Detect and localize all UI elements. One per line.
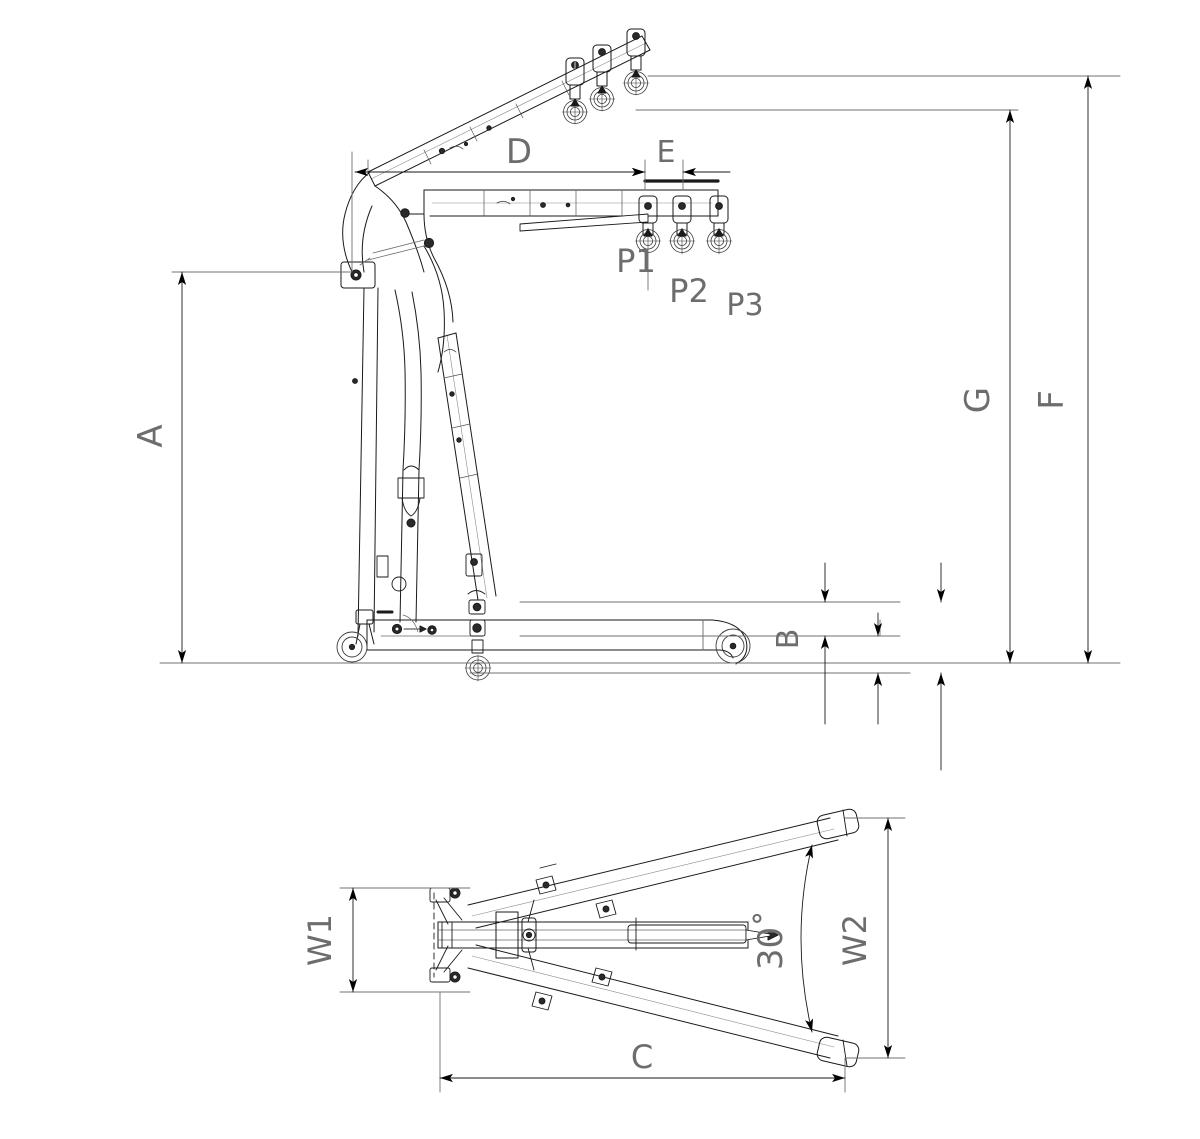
dimension-arc-30deg — [800, 844, 814, 1033]
center-swivel-caster — [464, 590, 492, 682]
raised-hook-3 — [622, 28, 650, 96]
dimension-label-B: B — [771, 629, 806, 650]
plan-view-legs — [467, 808, 860, 1068]
lowered-boom-assembly — [423, 179, 720, 232]
dimension-label-A: A — [131, 424, 171, 447]
raised-boom-assembly — [367, 35, 651, 187]
hook-label-p2: P2 — [669, 272, 709, 310]
plan-view-chassis — [429, 887, 779, 983]
dimension-label-E: E — [657, 135, 676, 170]
front-caster — [336, 609, 375, 663]
plan-view-extension-lines — [339, 817, 906, 1093]
dimension-label-W2: W2 — [836, 914, 874, 966]
hook-label-p3: P3 — [726, 288, 763, 323]
dimension-label-D: D — [506, 132, 532, 172]
dimension-label-W1: W1 — [301, 914, 339, 966]
side-view-extension-lines — [159, 75, 1121, 674]
mast-head — [340, 171, 454, 373]
boom-support-cylinder — [437, 332, 497, 601]
lowered-hook-group — [634, 195, 733, 255]
lowered-hook-p1 — [634, 195, 662, 255]
caster-wheels — [336, 590, 751, 682]
hook-label-p1: P1 — [616, 242, 656, 280]
raised-hook-group — [561, 28, 650, 125]
raised-hook-1 — [561, 57, 589, 125]
chassis-leg — [366, 610, 748, 665]
dimension-label-G: G — [958, 387, 998, 413]
dimension-label-angle: 30˚ — [751, 910, 791, 970]
raised-hook-2 — [588, 44, 616, 112]
lowered-hook-p2 — [668, 195, 696, 255]
dimension-label-C: C — [631, 1038, 653, 1076]
mast-columns — [352, 287, 425, 637]
lowered-hook-p3 — [705, 195, 733, 255]
dimension-label-F: F — [1032, 390, 1072, 410]
